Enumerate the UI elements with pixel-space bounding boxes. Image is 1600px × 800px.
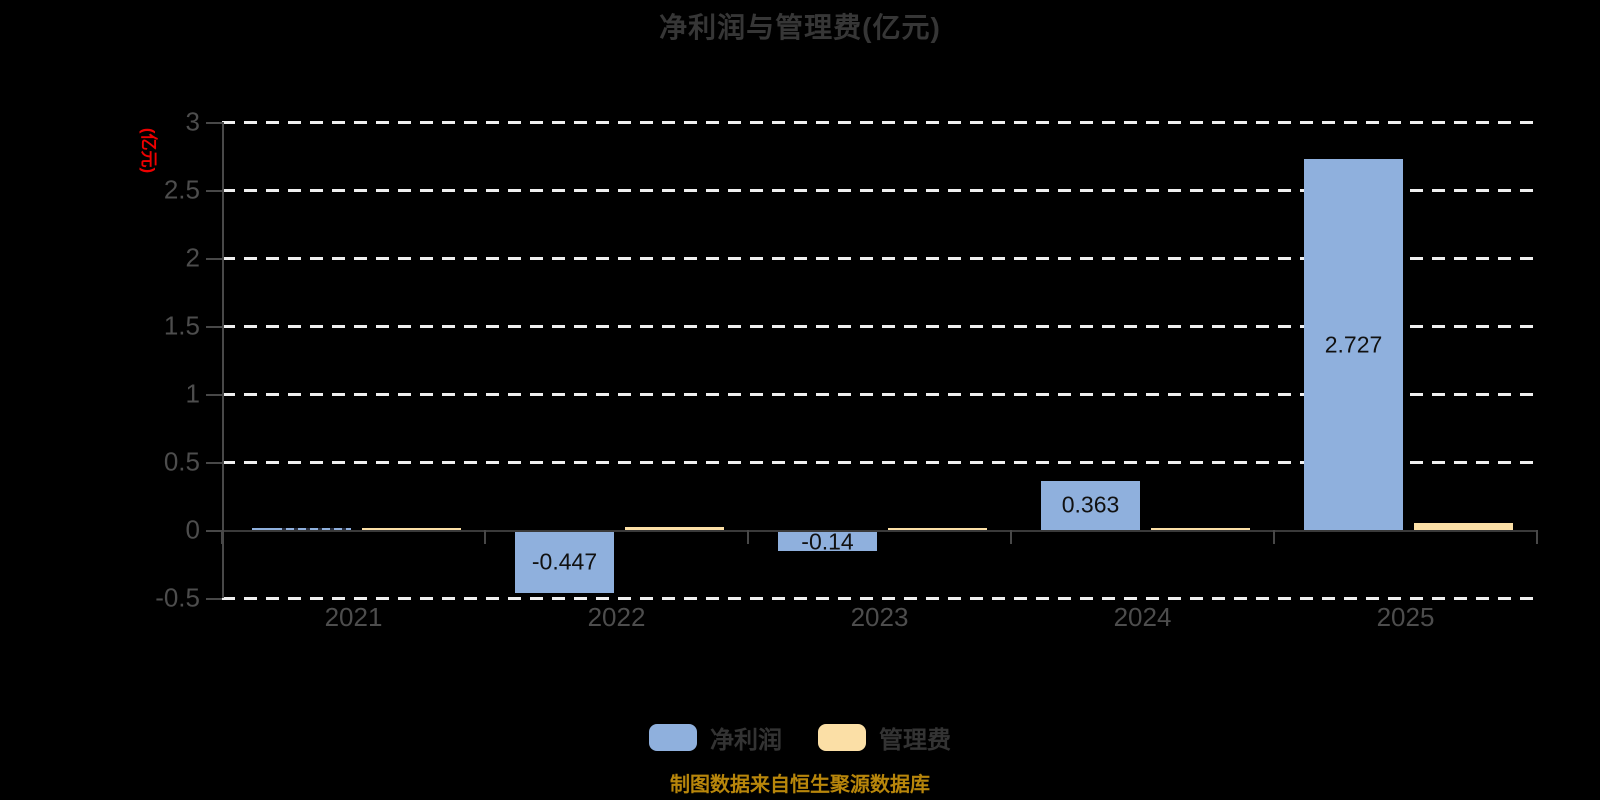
x-axis-tick [1536,530,1538,544]
y-axis-tick [206,190,222,192]
y-axis-tick [206,122,222,124]
net-profit-bar[interactable] [778,532,877,552]
x-tick-label: 2022 [587,602,646,632]
management-fee-bar[interactable] [1414,523,1513,530]
net-profit-bar[interactable] [1304,159,1403,530]
gridline [222,325,1537,328]
y-axis-tick [206,258,222,260]
x-axis-tick [1273,530,1275,544]
net-profit-bar[interactable] [252,528,351,530]
legend-item-net-profit[interactable]: 净利润 [649,720,782,755]
y-tick-label: 2.5 [163,174,200,205]
gridline [222,461,1537,464]
clipped-bar-label [281,528,347,530]
chart-title: 净利润与管理费(亿元) [659,12,941,43]
y-tick-label: 0.5 [163,446,200,477]
net-profit-swatch [649,724,697,751]
management-fee-swatch [818,724,866,751]
net-profit-bar[interactable] [515,532,614,593]
y-axis-tick [206,462,222,464]
net-profit-bar[interactable] [1041,480,1140,530]
x-axis-tick [1010,530,1012,544]
management-fee-bar[interactable] [888,527,987,530]
bar-value-label: -0.447 [531,548,598,575]
legend: 净利润 管理费 [0,720,1600,755]
y-tick-label: 3 [185,106,200,137]
legend-label: 管理费 [879,727,951,754]
data-source-note: 制图数据来自恒生聚源数据库 [670,774,930,796]
y-axis-tick [206,598,222,600]
y-tick-label: 2 [185,242,200,273]
management-fee-bar[interactable] [362,528,461,530]
y-tick-label: -0.5 [155,582,200,613]
bar-value-label: 0.363 [1061,491,1120,518]
gridline [222,257,1537,260]
y-axis-tick [206,530,222,532]
y-tick-label: 0 [185,514,200,545]
x-axis-tick [484,530,486,544]
x-tick-label: 2023 [850,602,909,632]
x-tick-label: 2024 [1113,602,1172,632]
bar-value-label: 2.727 [1324,331,1383,358]
x-tick-label: 2025 [1376,602,1435,632]
x-axis-tick [747,530,749,544]
management-fee-bar[interactable] [625,526,724,530]
x-axis-tick [221,530,223,544]
bar-value-label: -0.14 [801,528,854,555]
gridline [222,189,1537,192]
management-fee-bar[interactable] [1151,528,1250,530]
y-axis-tick [206,326,222,328]
gridline [222,121,1537,124]
y-tick-label: 1.5 [163,310,200,341]
legend-label: 净利润 [710,727,782,754]
y-axis-line [222,122,224,598]
gridline [222,597,1537,600]
gridline [222,393,1537,396]
y-tick-label: 1 [185,378,200,409]
y-axis-tick [206,394,222,396]
legend-item-management-fee[interactable]: 管理费 [818,720,951,755]
x-axis-line [222,530,1537,532]
x-tick-label: 2021 [324,602,383,632]
